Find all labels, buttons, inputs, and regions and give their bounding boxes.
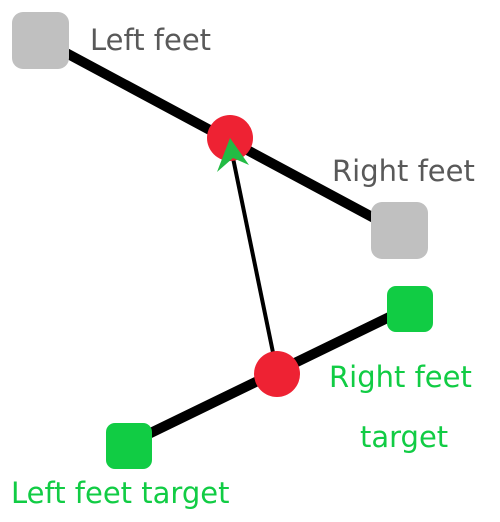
left-foot-target: [106, 423, 152, 469]
left-feet-label: Left feet: [90, 23, 211, 57]
target-midpoint: [254, 351, 300, 397]
movement-arrowhead: [217, 138, 249, 172]
left-feet-target-label: Left feet target: [11, 476, 229, 510]
movement-arrow-shaft: [231, 157, 279, 373]
right-foot-current: [371, 202, 428, 259]
right-feet-target-label-line1: Right feet: [329, 360, 472, 394]
right-foot-target: [387, 286, 433, 332]
right-feet-label: Right feet: [332, 154, 475, 188]
left-foot-current: [12, 12, 69, 69]
right-feet-target-label-line2: target: [360, 420, 448, 454]
